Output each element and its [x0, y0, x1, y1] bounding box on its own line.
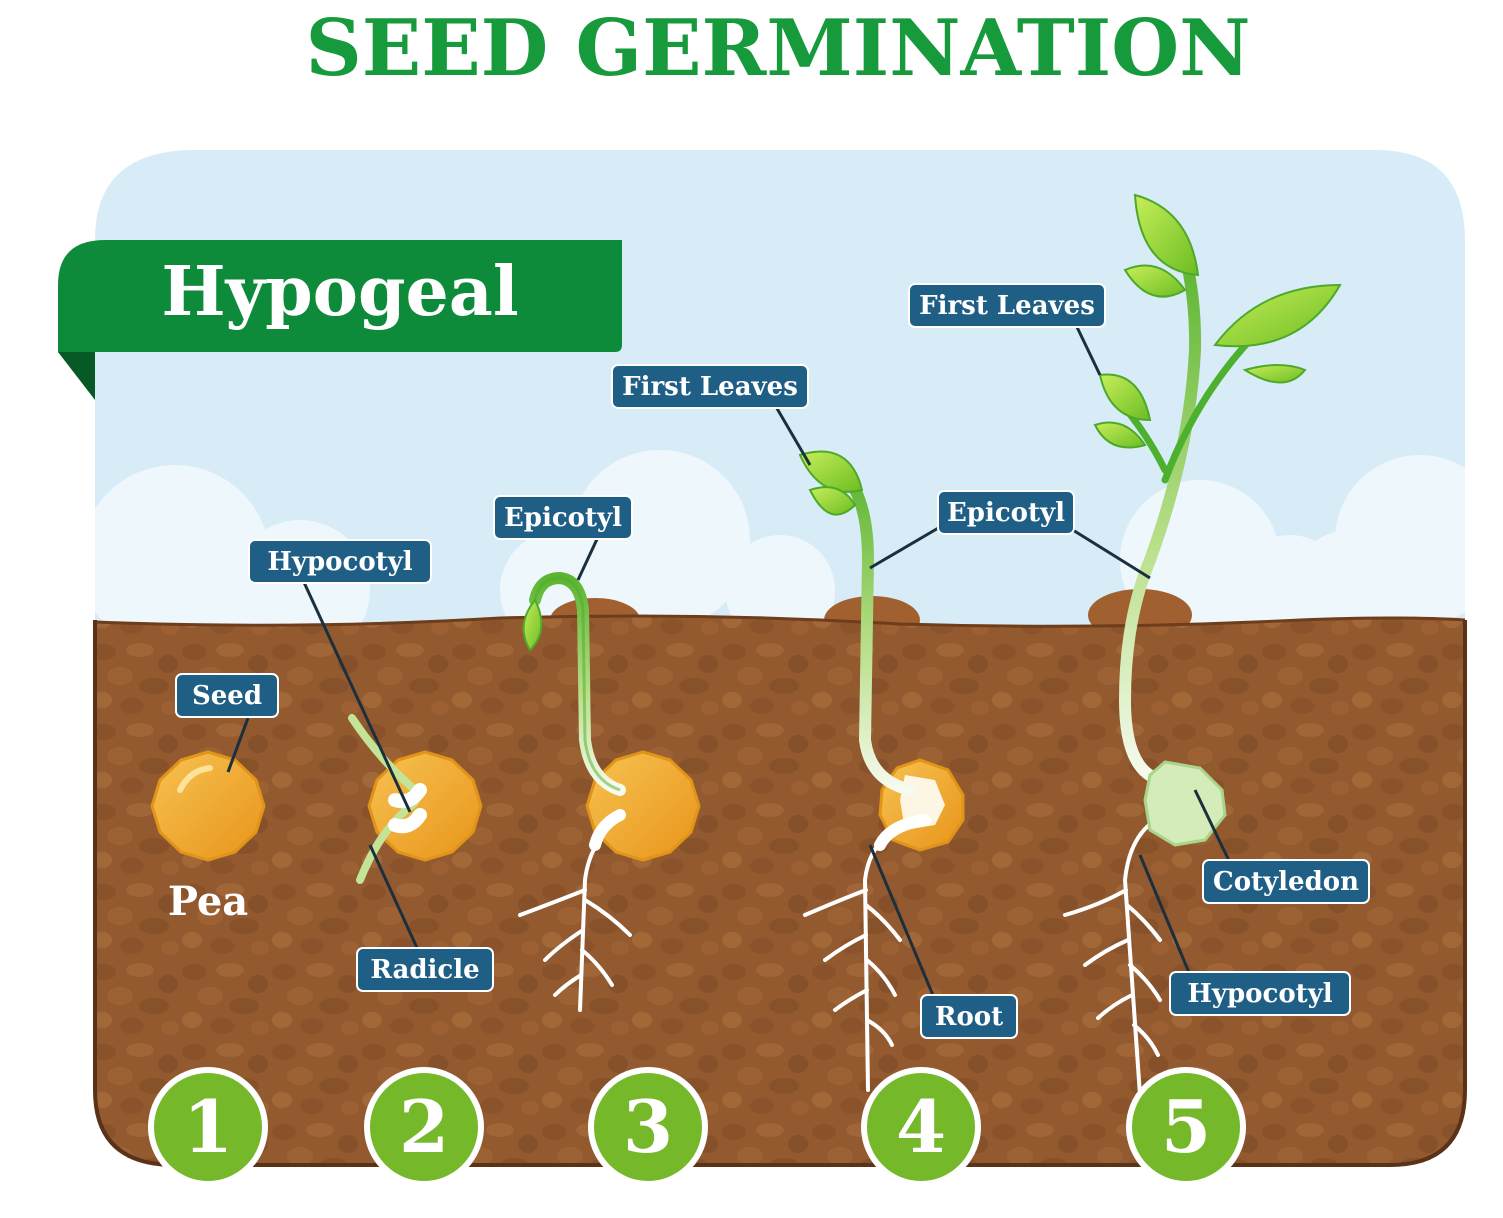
soil — [95, 616, 1465, 1165]
label-root-text: Root — [935, 1002, 1003, 1032]
pea-caption: Pea — [168, 878, 248, 925]
stage-number-4-text: 4 — [896, 1084, 946, 1169]
banner-text: Hypogeal — [161, 252, 518, 332]
leader-lines — [226, 324, 1234, 1001]
label-first-leaves-stage4: First Leaves — [611, 364, 809, 409]
stage-1-seed — [150, 750, 266, 862]
label-epicotyl-stage3-text: Epicotyl — [504, 503, 622, 533]
label-epicotyl-stage3: Epicotyl — [493, 495, 633, 540]
label-epicotyl-stage45-text: Epicotyl — [947, 498, 1065, 528]
label-seed-text: Seed — [192, 681, 262, 711]
stage-number-4: 4 — [861, 1067, 981, 1187]
label-hypocotyl-stage5: Hypocotyl — [1169, 971, 1351, 1016]
label-hypocotyl-stage2-text: Hypocotyl — [267, 547, 412, 577]
label-root: Root — [920, 994, 1018, 1039]
stage-number-2: 2 — [364, 1067, 484, 1187]
label-seed: Seed — [175, 673, 279, 718]
stage-5-plant — [1063, 193, 1342, 1097]
stage-number-1-text: 1 — [183, 1084, 233, 1169]
label-radicle-text: Radicle — [370, 955, 479, 985]
label-hypocotyl-stage5-text: Hypocotyl — [1187, 979, 1332, 1009]
label-first-leaves-stage5: First Leaves — [908, 283, 1106, 328]
stage-3-seedling — [518, 571, 701, 1012]
hypogeal-banner: Hypogeal — [58, 240, 622, 400]
stage-number-3: 3 — [588, 1067, 708, 1187]
stage-number-5: 5 — [1126, 1067, 1246, 1187]
label-radicle: Radicle — [356, 947, 494, 992]
cotyledon-shape — [1143, 760, 1227, 847]
stage-number-2-text: 2 — [399, 1084, 449, 1169]
label-first-leaves-stage4-text: First Leaves — [622, 372, 798, 402]
stage-number-3-text: 3 — [623, 1084, 673, 1169]
label-cotyledon: Cotyledon — [1202, 859, 1370, 904]
diagram-title: SEED GERMINATION — [305, 3, 1250, 94]
label-first-leaves-stage5-text: First Leaves — [919, 291, 1095, 321]
label-epicotyl-stage45: Epicotyl — [937, 490, 1075, 535]
stage-number-1: 1 — [148, 1067, 268, 1187]
label-hypocotyl-stage2: Hypocotyl — [248, 539, 432, 584]
pea-seed — [150, 750, 266, 862]
label-cotyledon-text: Cotyledon — [1213, 867, 1359, 897]
stage-2-seed — [348, 714, 483, 884]
scene-panel — [95, 150, 1465, 1165]
stage-4-seedling — [798, 450, 965, 1092]
soil-outline — [93, 620, 1467, 1167]
stage-number-5-text: 5 — [1161, 1084, 1211, 1169]
